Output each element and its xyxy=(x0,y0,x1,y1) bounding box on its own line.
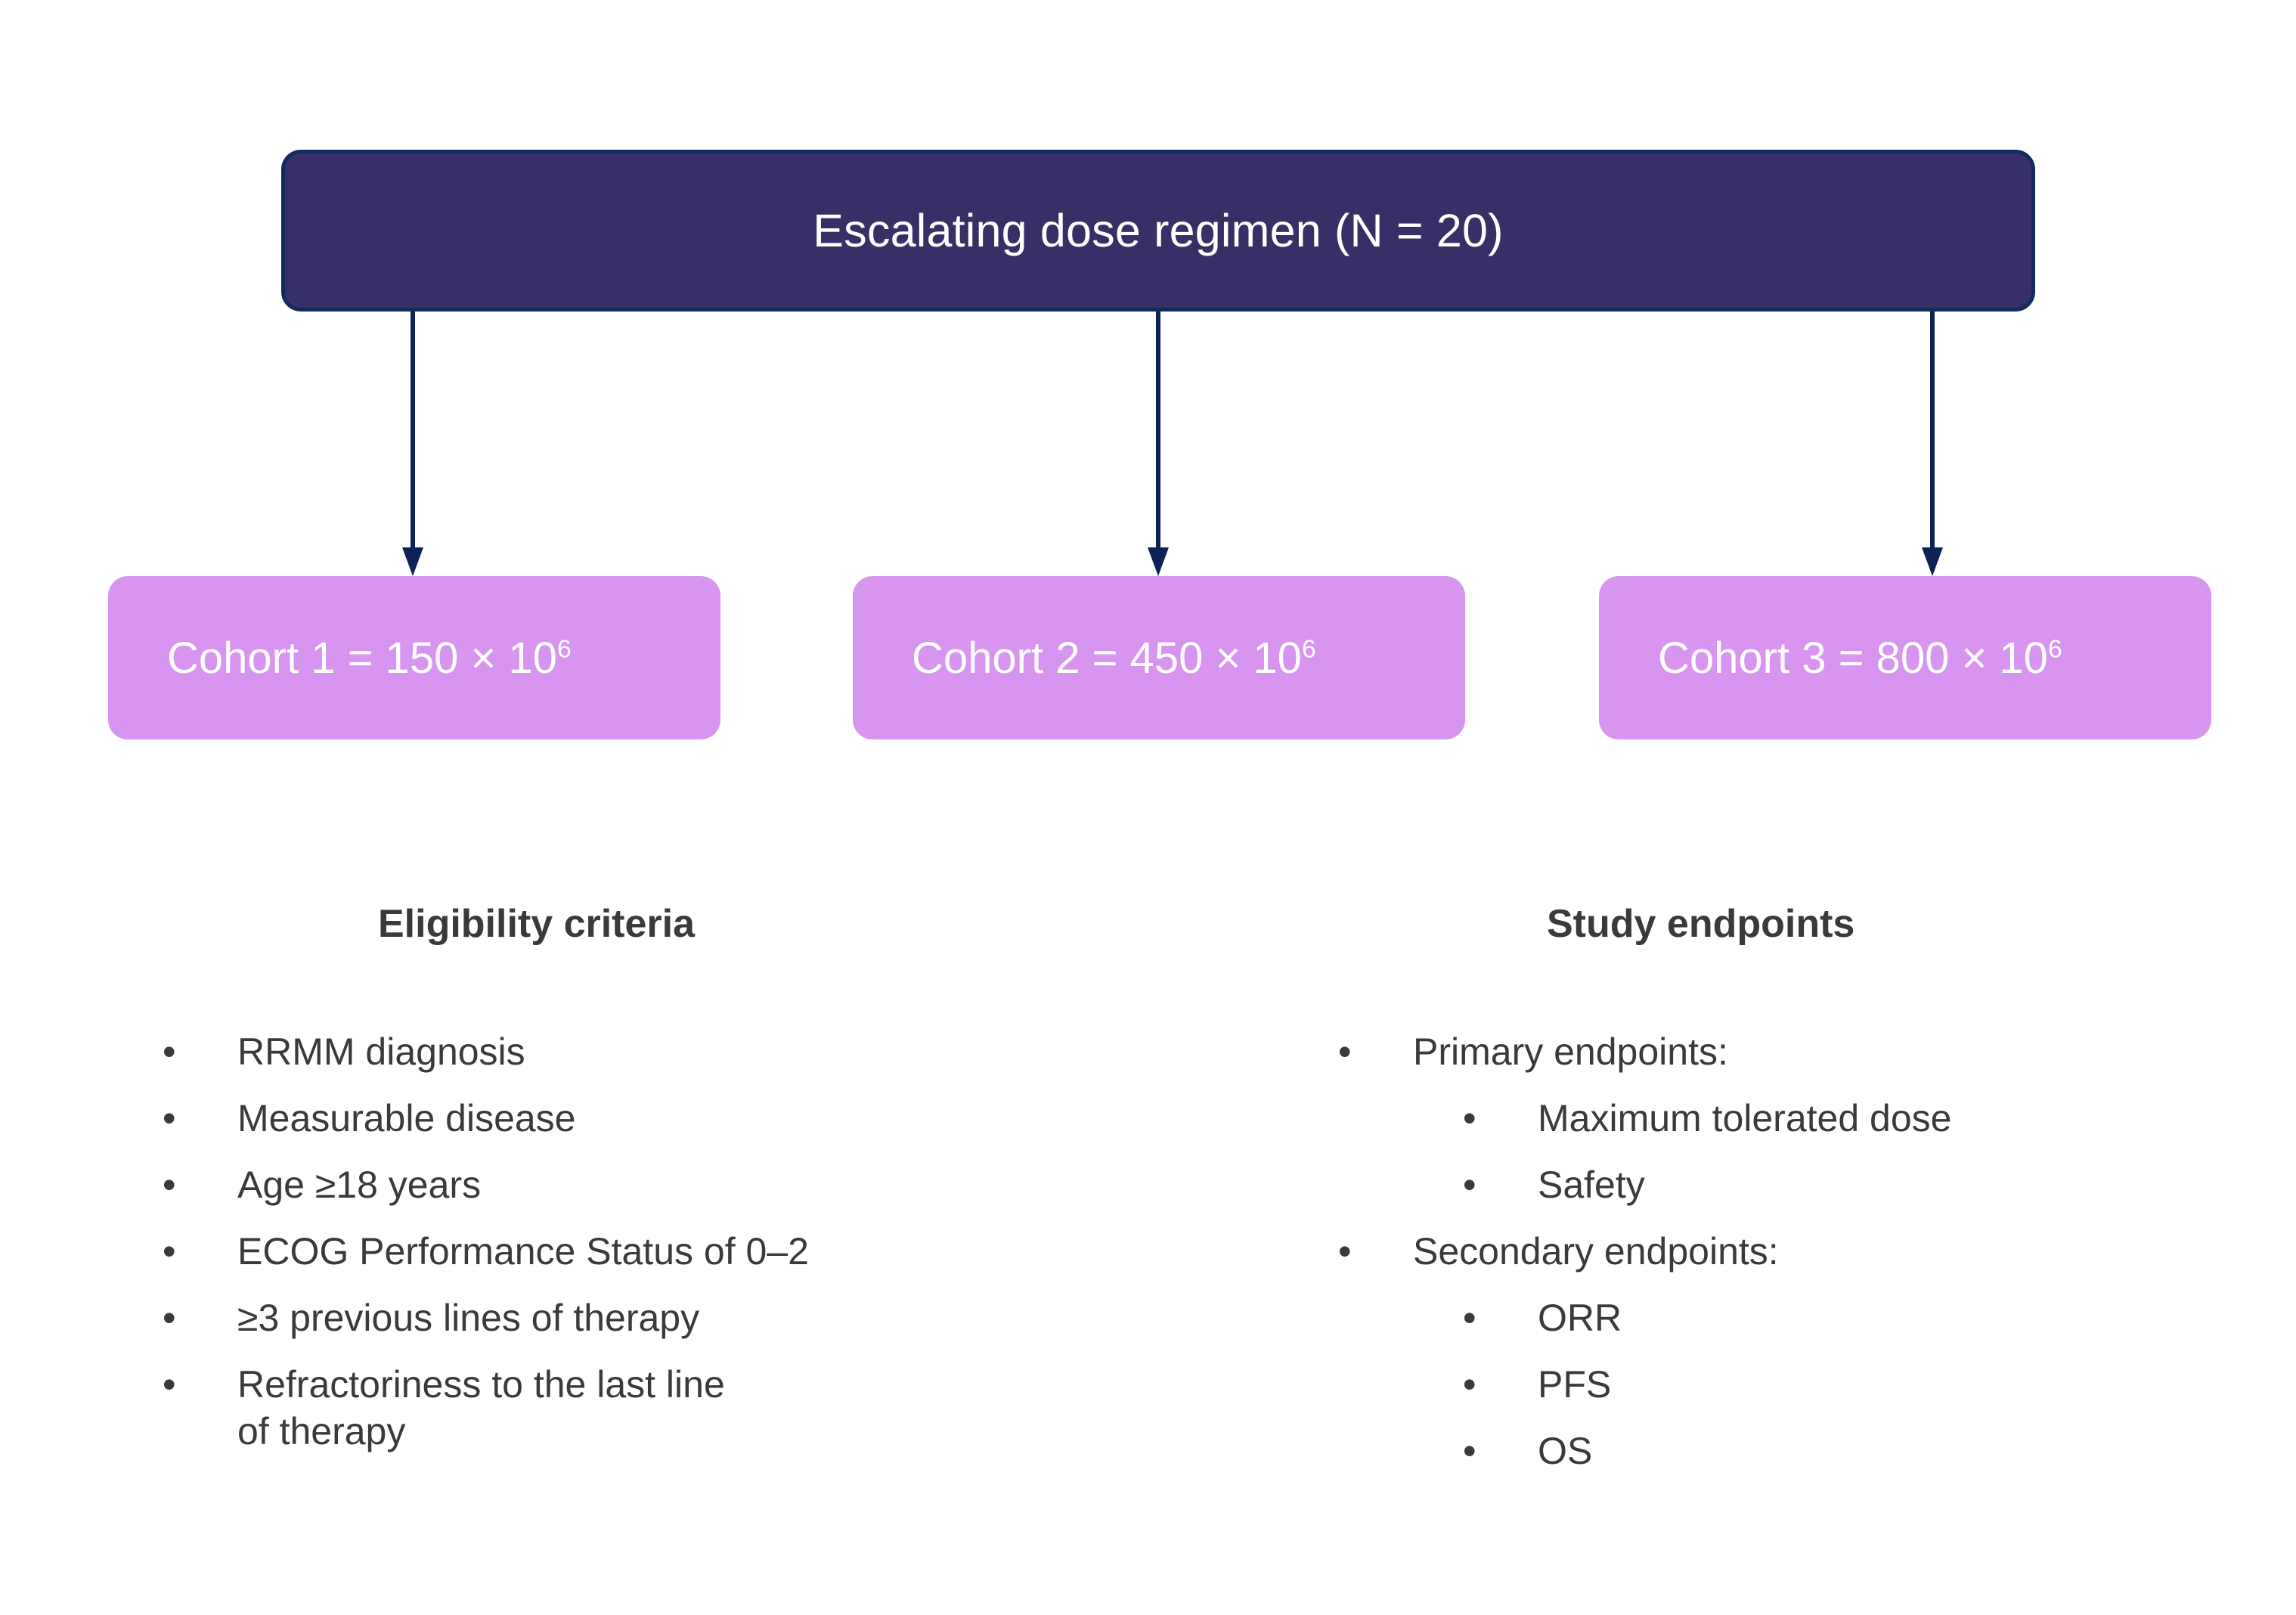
list-item-label: Primary endpoints: xyxy=(1413,1031,1728,1073)
bullet-point-icon: • xyxy=(1463,1097,1476,1139)
cohort-3-box: Cohort 3 = 800 × 106 xyxy=(1599,576,2211,739)
list-item-label: Age ≥18 years xyxy=(237,1164,482,1206)
bullet-point-icon: • xyxy=(1463,1430,1476,1472)
arrow-shaft xyxy=(1930,312,1935,555)
list-item-label: ORR xyxy=(1538,1297,1622,1339)
cohort-3-label: Cohort 3 = 800 × 106 xyxy=(1658,633,2062,683)
bullet-point-icon: • xyxy=(163,1230,176,1272)
list-item-label-continuation: of therapy xyxy=(237,1410,406,1452)
list-item: • Measurable disease xyxy=(163,1095,809,1161)
list-item-label: PFS xyxy=(1538,1363,1612,1406)
list-item-label: RRMM diagnosis xyxy=(237,1031,525,1073)
header-title: Escalating dose regimen (N = 20) xyxy=(813,205,1504,256)
list-item: • Age ≥18 years xyxy=(163,1161,809,1228)
eligibility-criteria-heading: Eligibility criteria xyxy=(378,902,696,946)
list-item: • ≥3 previous lines of therapy xyxy=(163,1294,809,1361)
list-item: • ORR xyxy=(1338,1294,1951,1361)
list-item-label: Secondary endpoints: xyxy=(1413,1230,1779,1272)
eligibility-criteria-list: • RRMM diagnosis • Measurable disease • Age ≥… xyxy=(163,1028,809,1455)
bullet-point-icon: • xyxy=(1463,1297,1476,1339)
bullet-point-icon: • xyxy=(1463,1363,1476,1406)
cohort-1-box: Cohort 1 = 150 × 106 xyxy=(108,576,720,739)
escalating-dose-regimen-box: Escalating dose regimen (N = 20) xyxy=(281,150,2035,312)
list-item: • RRMM diagnosis xyxy=(163,1028,809,1095)
list-item-label: ≥3 previous lines of therapy xyxy=(237,1297,700,1339)
bullet-point-icon: • xyxy=(1463,1164,1476,1206)
list-item: • OS xyxy=(1338,1427,1951,1494)
cohort-1-label: Cohort 1 = 150 × 106 xyxy=(167,633,572,683)
list-item: • Primary endpoints: xyxy=(1338,1028,1951,1095)
list-item-label: Measurable disease xyxy=(237,1097,576,1139)
bullet-point-icon: • xyxy=(163,1164,176,1206)
study-endpoints-list: • Primary endpoints: • Maximum tolerated do… xyxy=(1338,1028,1951,1494)
list-item: • Secondary endpoints: xyxy=(1338,1228,1951,1294)
arrow-shaft xyxy=(411,312,415,555)
bullet-point-icon: • xyxy=(163,1363,176,1406)
list-item-label: Safety xyxy=(1538,1164,1645,1206)
bullet-point-icon: • xyxy=(163,1297,176,1339)
study-endpoints-heading: Study endpoints xyxy=(1547,902,1855,946)
bullet-point-icon: • xyxy=(163,1031,176,1073)
arrow-head xyxy=(1148,547,1169,576)
bullet-point-icon: • xyxy=(1338,1230,1352,1272)
bullet-point-icon: • xyxy=(1338,1031,1352,1073)
list-item: • PFS xyxy=(1338,1361,1951,1427)
arrow-to-cohort-2-icon xyxy=(1148,312,1169,576)
list-item-label: Maximum tolerated dose xyxy=(1538,1097,1952,1139)
list-item-label: ECOG Performance Status of 0–2 xyxy=(237,1230,809,1272)
arrow-head xyxy=(402,547,423,576)
list-item: • Maximum tolerated dose xyxy=(1338,1095,1951,1161)
list-item-label: OS xyxy=(1538,1430,1593,1472)
list-item: • ECOG Performance Status of 0–2 xyxy=(163,1228,809,1294)
arrow-to-cohort-3-icon xyxy=(1922,312,1943,576)
list-item: • Safety xyxy=(1338,1161,1951,1228)
arrow-shaft xyxy=(1156,312,1160,555)
arrow-head xyxy=(1922,547,1943,576)
cohort-2-label: Cohort 2 = 450 × 106 xyxy=(912,633,1316,683)
arrow-to-cohort-1-icon xyxy=(402,312,423,576)
cohort-2-box: Cohort 2 = 450 × 106 xyxy=(853,576,1465,739)
bullet-point-icon: • xyxy=(163,1097,176,1139)
